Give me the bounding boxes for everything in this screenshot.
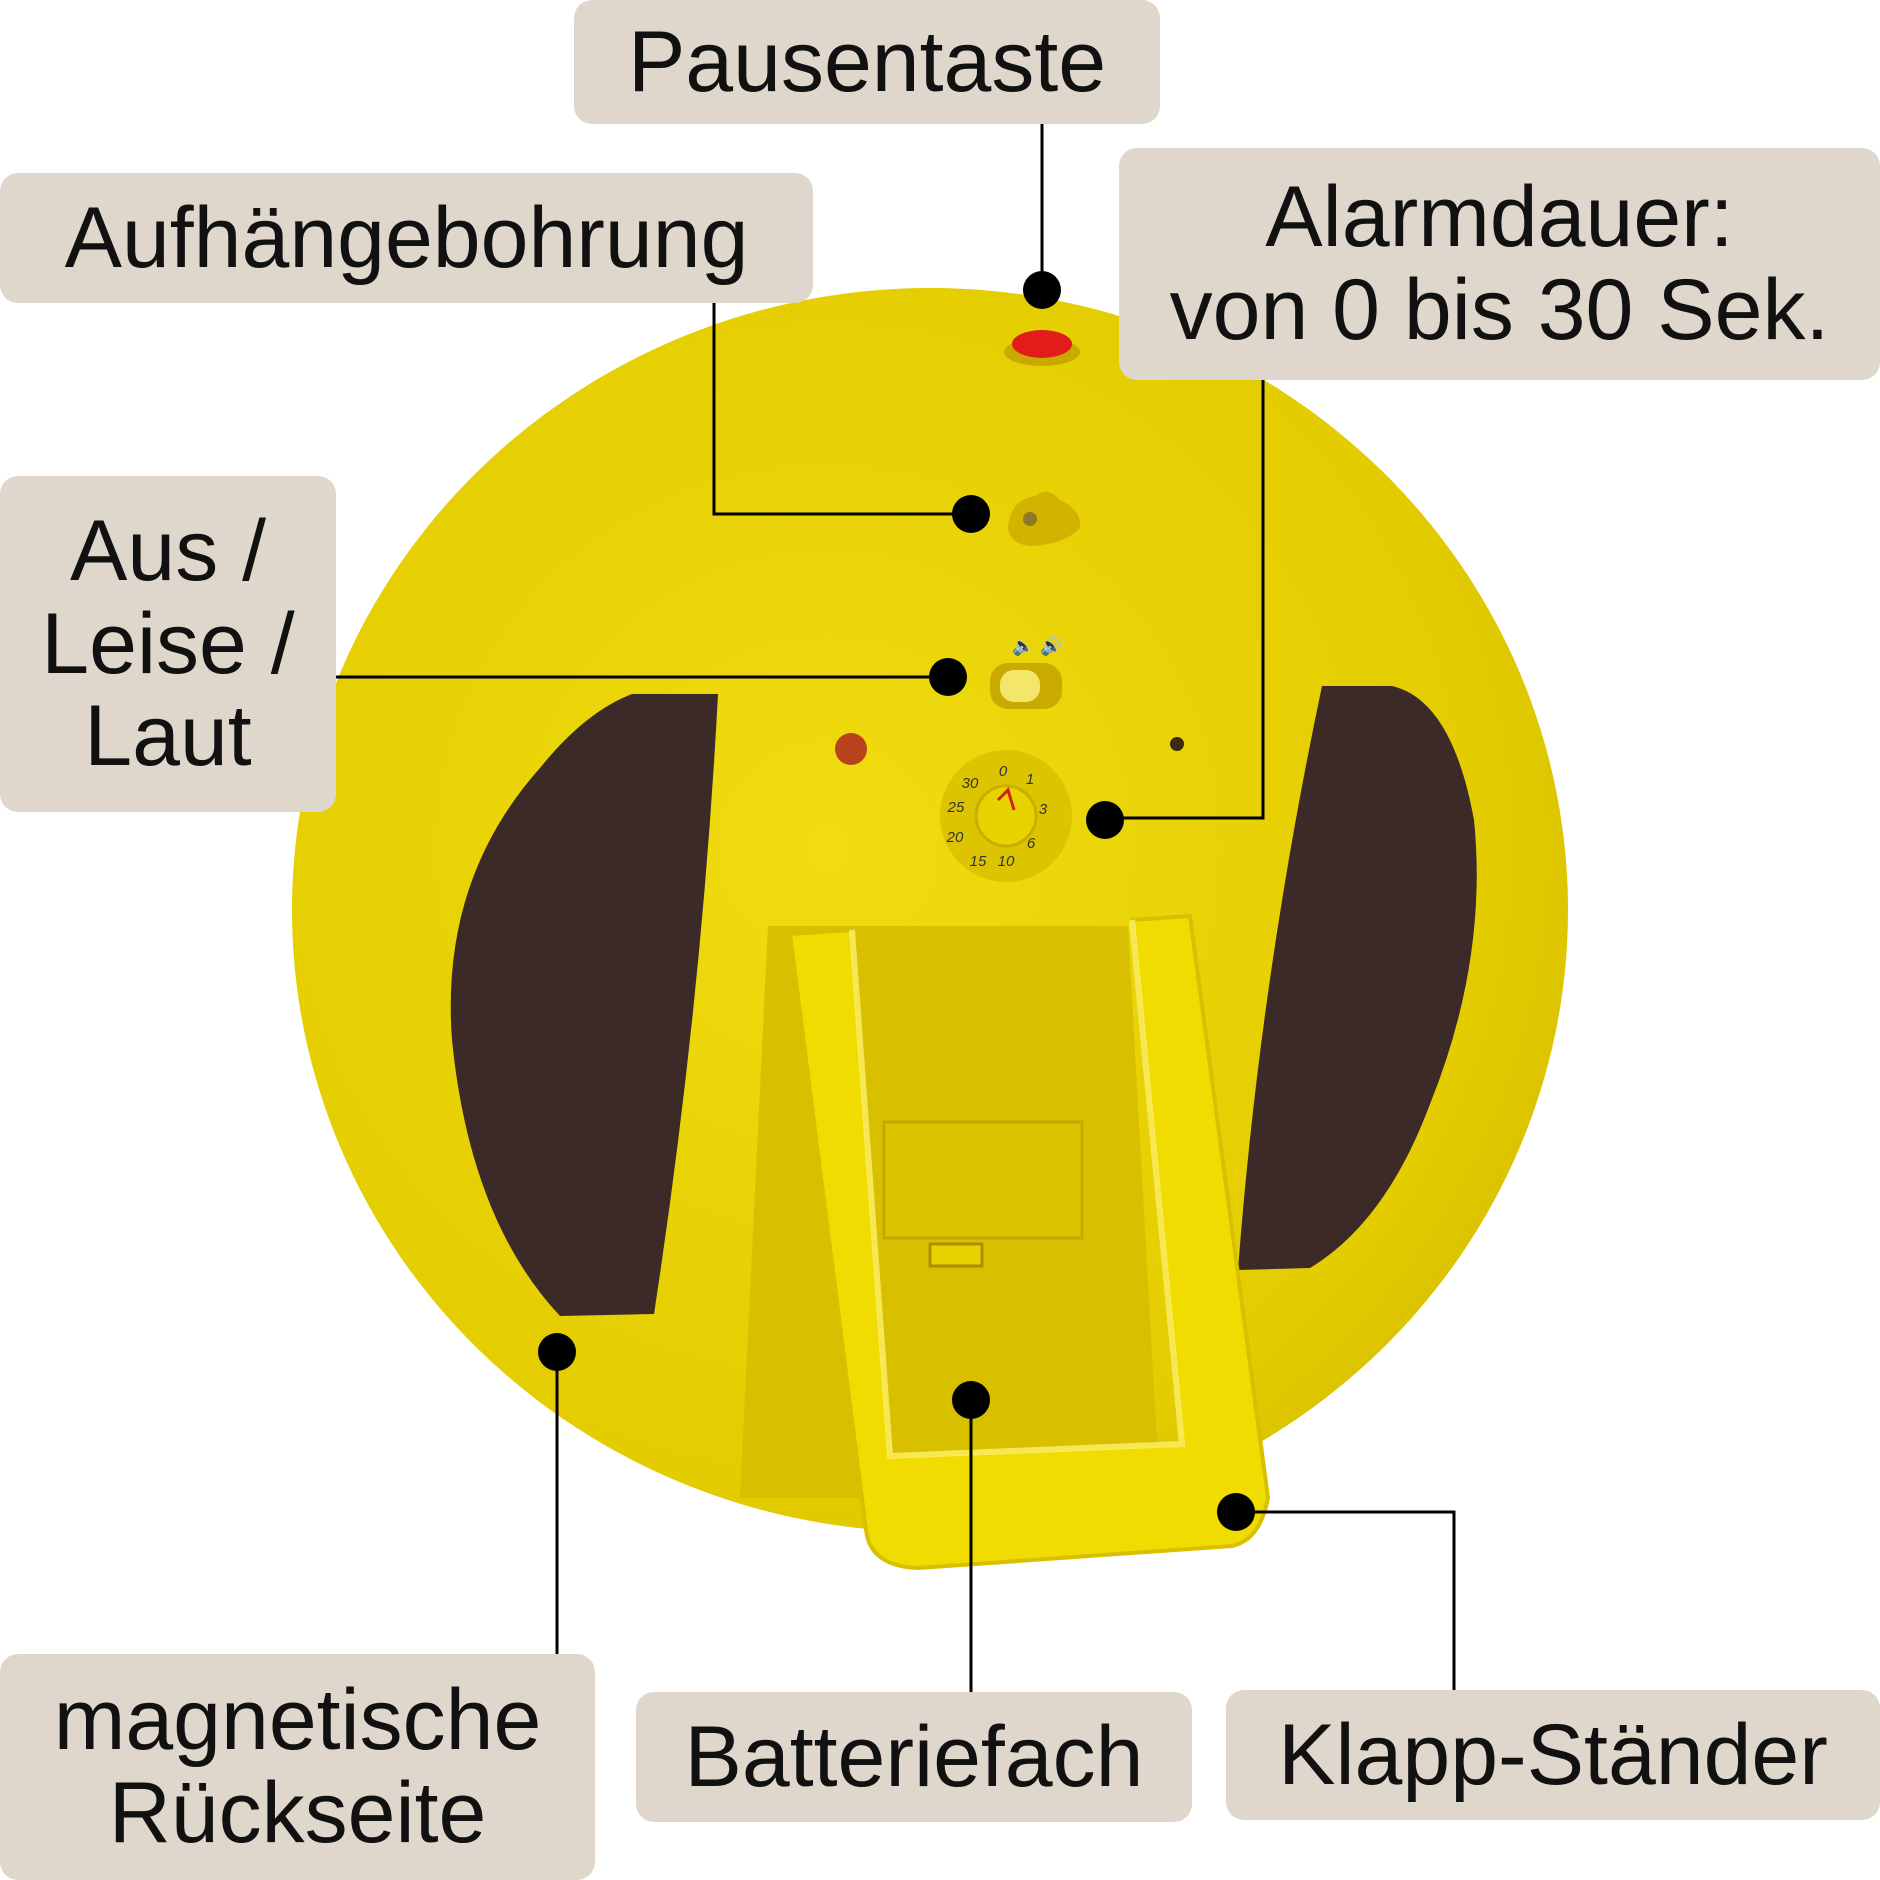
buzzer-hole: [835, 733, 867, 765]
marker-dot: [1023, 271, 1061, 309]
dial-label: 6: [1027, 835, 1036, 852]
small-hole: [1170, 737, 1184, 751]
callout-pausentaste-text: Pausentaste: [627, 13, 1107, 110]
marker-dot: [1086, 801, 1124, 839]
callout-pausentaste: Pausentaste: [574, 0, 1160, 124]
dial-label: 10: [998, 853, 1015, 870]
callout-aufhaengebohrung-text: Aufhängebohrung: [64, 189, 749, 286]
pause-button: [1012, 330, 1072, 358]
callout-alarmdauer-line-2: von 0 bis 30 Sek.: [1169, 262, 1830, 358]
marker-dot: [952, 1381, 990, 1419]
alarm-duration-dial: 0 1 3 6 10 15 20 25 30: [940, 750, 1072, 882]
callout-markers: [538, 271, 1255, 1531]
dial-label: 3: [1039, 801, 1048, 818]
callout-batteriefach: Batteriefach: [636, 1692, 1192, 1822]
callout-alarmdauer-line-1: Alarmdauer:: [1265, 169, 1734, 266]
leader-line-aufhaengebohrung: [712, 302, 971, 516]
callout-klapp-staender: Klapp-Ständer: [1226, 1690, 1880, 1820]
leader-lines: [336, 124, 1456, 1692]
dial-label: 0: [999, 763, 1008, 780]
callout-klapp-staender-text: Klapp-Ständer: [1278, 1706, 1828, 1803]
dial-label: 25: [947, 799, 965, 816]
svg-text:🔊: 🔊: [1040, 635, 1062, 657]
marker-dot: [1217, 1493, 1255, 1531]
callout-magnetische-rueckseite-line-1: magnetische: [53, 1672, 542, 1769]
svg-text:🔈: 🔈: [1012, 636, 1034, 657]
dial-label: 30: [962, 775, 979, 792]
leader-line-klapp-staender: [1236, 1510, 1456, 1692]
magnet-pad-left: [450, 694, 718, 1316]
leader-line-alarmdauer: [1105, 380, 1265, 820]
hanging-hole-screw: [1023, 512, 1037, 526]
dial-label: 15: [970, 853, 987, 870]
callout-aufhaengebohrung: Aufhängebohrung: [0, 173, 813, 303]
magnet-pad-right: [1238, 686, 1477, 1270]
callout-magnetische-rueckseite: magnetische Rückseite: [0, 1654, 595, 1880]
callout-lautstaerke: Aus / Leise / Laut: [0, 476, 336, 812]
callout-lautstaerke-line-3: Laut: [84, 688, 252, 785]
callout-magnetische-rueckseite-line-2: Rückseite: [108, 1765, 487, 1861]
dial-label: 1: [1026, 771, 1034, 788]
stand-inner-edge: [849, 919, 1186, 1460]
marker-dot: [538, 1333, 576, 1371]
callout-lautstaerke-line-1: Aus /: [70, 502, 266, 599]
callout-lautstaerke-line-2: Leise /: [41, 595, 295, 692]
marker-dot: [952, 495, 990, 533]
volume-switch: 🔈 🔊: [990, 635, 1062, 709]
callout-alarmdauer: Alarmdauer: von 0 bis 30 Sek.: [1119, 148, 1880, 380]
marker-dot: [929, 658, 967, 696]
hanging-hole: [1008, 491, 1081, 546]
dial-label: 20: [946, 829, 964, 846]
callout-batteriefach-text: Batteriefach: [684, 1708, 1144, 1805]
